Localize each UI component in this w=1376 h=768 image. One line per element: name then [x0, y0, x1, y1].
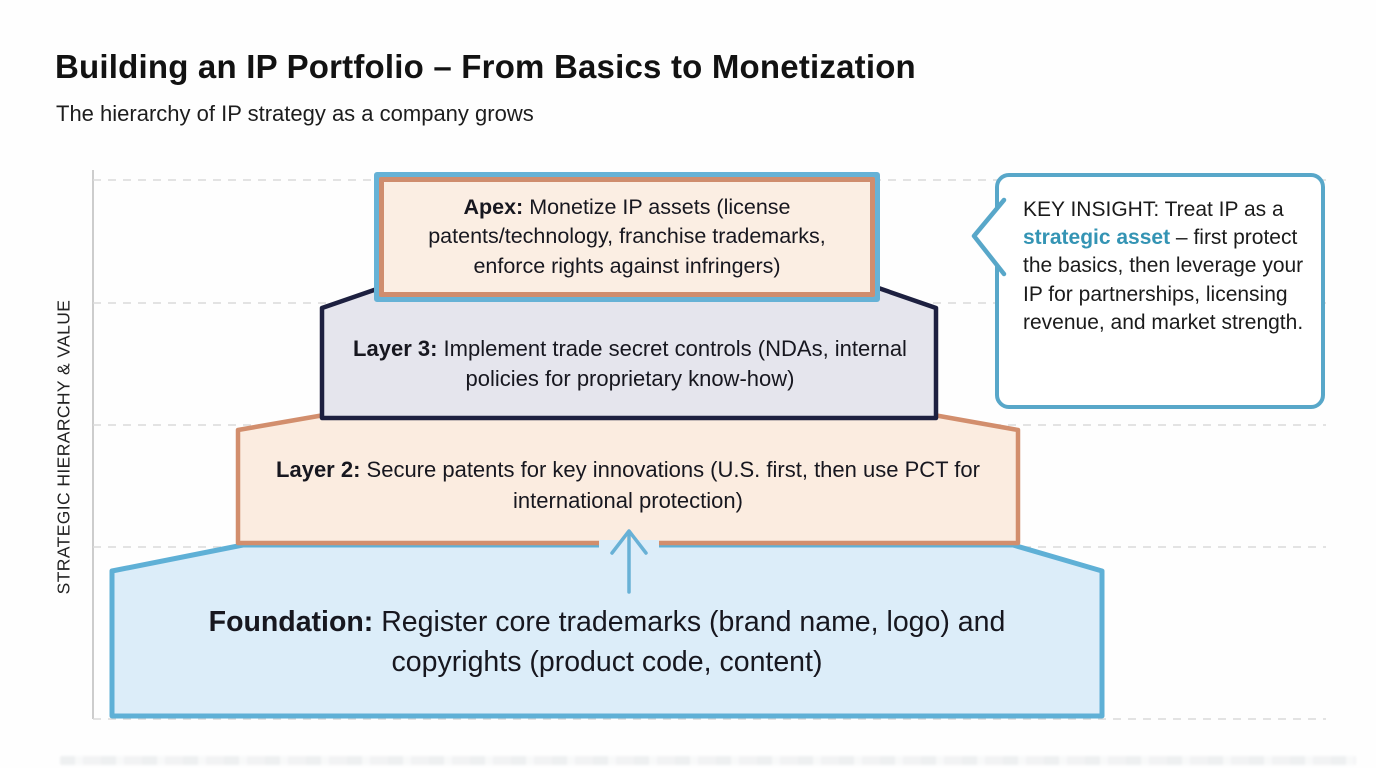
layer-2-label-lead: Layer 2:	[276, 457, 361, 482]
foundation-label: Foundation: Register core trademarks (br…	[152, 602, 1062, 683]
callout-pointer-icon	[971, 197, 1007, 277]
foundation-label-text: Register core trademarks (brand name, lo…	[373, 606, 1006, 679]
apex-label-text: Monetize IP assets (license patents/tech…	[428, 195, 826, 278]
key-insight-callout: KEY INSIGHT: Treat IP as a strategic ass…	[971, 173, 1325, 409]
apex-label: Apex: Monetize IP assets (license patent…	[396, 193, 858, 281]
up-arrow-icon	[610, 529, 648, 594]
apex-label-lead: Apex:	[463, 195, 524, 220]
layer-2-label: Layer 2: Secure patents for key innovati…	[268, 455, 988, 517]
key-insight-text-before: KEY INSIGHT: Treat IP as a	[1023, 198, 1284, 221]
foundation-label-lead: Foundation:	[208, 606, 374, 638]
pyramid-layer-apex: Apex: Monetize IP assets (license patent…	[374, 172, 880, 302]
layer-3-label-text: Implement trade secret controls (NDAs, i…	[437, 336, 907, 392]
layer-3-label-lead: Layer 3:	[353, 336, 438, 361]
key-insight-highlight: strategic asset	[1023, 226, 1171, 250]
layer-2-label-text: Secure patents for key innovations (U.S.…	[360, 457, 980, 513]
page-subtitle: The hierarchy of IP strategy as a compan…	[56, 101, 534, 126]
key-insight-text: KEY INSIGHT: Treat IP as a strategic ass…	[1023, 196, 1305, 337]
page-title: Building an IP Portfolio – From Basics t…	[55, 48, 916, 85]
key-insight-text-after: – first protect the basics, then leverag…	[1023, 226, 1304, 334]
layer-3-label: Layer 3: Implement trade secret controls…	[340, 334, 920, 395]
pyramid-layer-apex-inner: Apex: Monetize IP assets (license patent…	[379, 177, 875, 297]
cropped-text-artifact	[60, 756, 1356, 765]
